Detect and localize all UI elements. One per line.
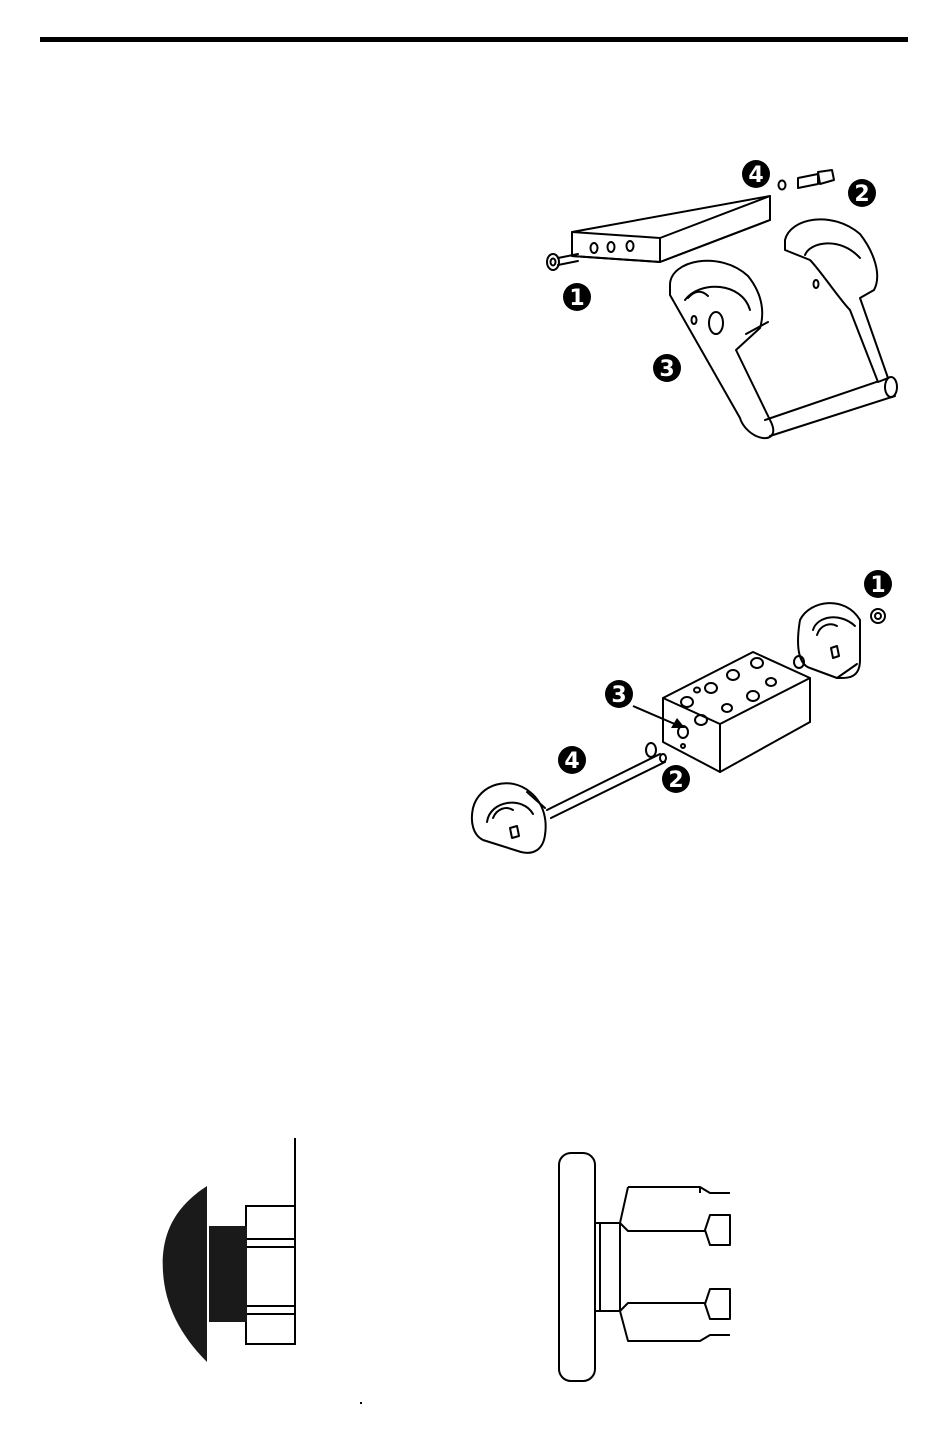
spacer-left xyxy=(646,743,656,757)
crossbar xyxy=(765,377,897,436)
main-block xyxy=(663,652,810,772)
hand-wheel xyxy=(559,1153,595,1381)
washer xyxy=(871,609,885,623)
callout-1: 1 xyxy=(563,283,591,311)
header-rule xyxy=(40,37,908,42)
callout-4: 4 xyxy=(742,160,770,188)
svg-text:1: 1 xyxy=(870,573,885,598)
stem xyxy=(595,1223,620,1311)
figure-3-knob-side-view xyxy=(155,1130,315,1380)
left-arm-plate xyxy=(670,261,773,438)
arrow-to-hole xyxy=(633,706,685,728)
nut xyxy=(246,1206,295,1344)
callout-3: 3 xyxy=(605,680,633,708)
figure-4-wheel-fitting-view xyxy=(550,1145,750,1390)
knob-cap xyxy=(163,1186,247,1362)
figure-1-arm-assembly: 1 2 3 4 xyxy=(520,150,920,450)
svg-text:3: 3 xyxy=(611,683,626,708)
stray-mark xyxy=(360,1402,362,1404)
right-arm-plate xyxy=(785,219,888,382)
figure-2-block-assembly: 1 2 3 4 xyxy=(465,560,905,860)
callout-2: 2 xyxy=(662,765,690,793)
mounting-bar xyxy=(572,196,770,262)
svg-text:2: 2 xyxy=(668,768,683,793)
svg-text:1: 1 xyxy=(569,286,584,311)
left-end-cap xyxy=(472,783,546,853)
hex-fitting xyxy=(620,1187,730,1341)
callout-1: 1 xyxy=(864,570,892,598)
svg-text:3: 3 xyxy=(659,357,674,382)
callout-3: 3 xyxy=(653,354,681,382)
svg-text:4: 4 xyxy=(564,749,579,774)
screw-right xyxy=(779,170,835,190)
svg-text:2: 2 xyxy=(854,182,869,207)
callout-4: 4 xyxy=(558,746,586,774)
callout-2: 2 xyxy=(848,179,876,207)
right-end-cap xyxy=(798,603,860,678)
svg-text:4: 4 xyxy=(748,163,763,188)
